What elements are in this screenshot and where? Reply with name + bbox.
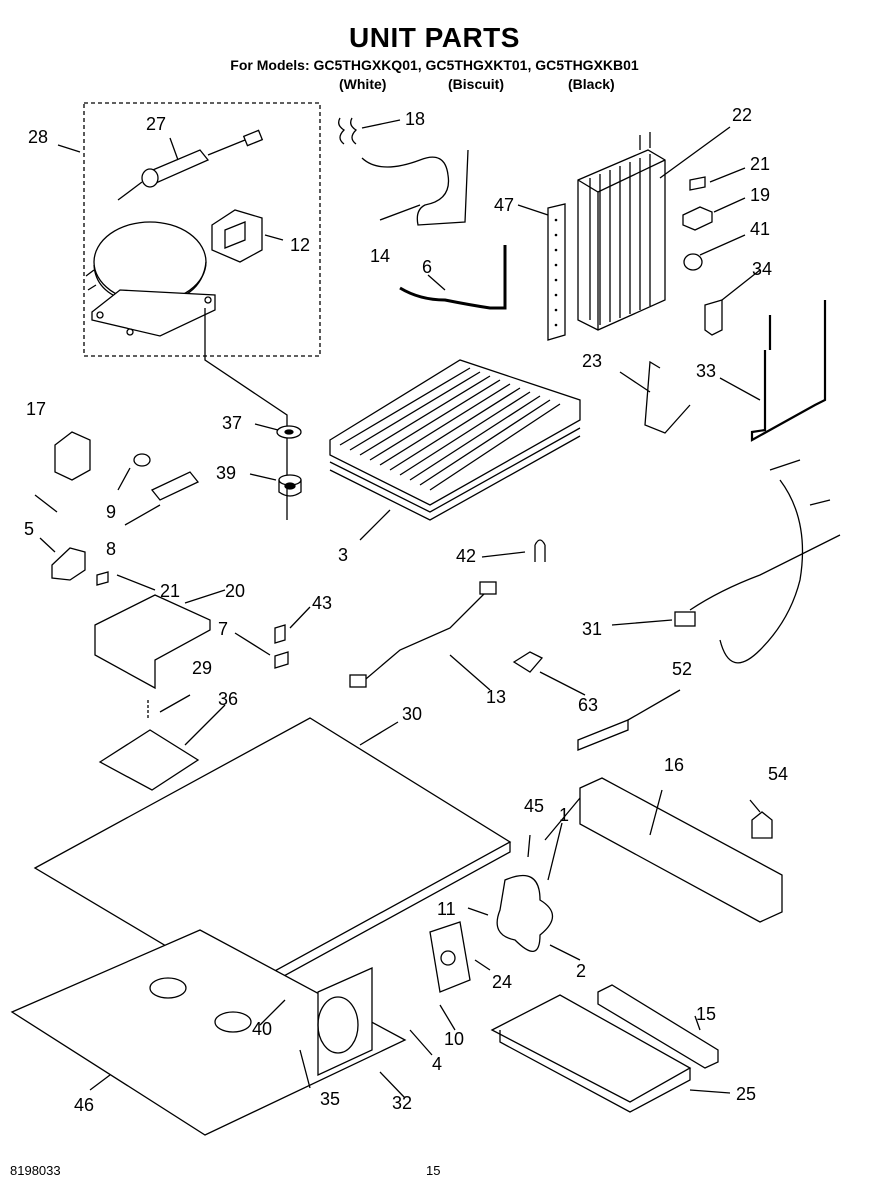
callout-43: 43	[312, 593, 333, 613]
defrost-tube-part	[750, 300, 827, 442]
callout-4: 4	[432, 1054, 443, 1074]
callout-46: 46	[74, 1095, 95, 1115]
drier-tube-part	[399, 245, 507, 310]
callout-36: 36	[218, 689, 239, 709]
mount-grommet-part	[278, 474, 302, 497]
callout-5: 5	[24, 519, 35, 539]
callout-37: 37	[222, 413, 243, 433]
callout-1: 1	[559, 805, 570, 825]
bracket-part	[704, 299, 723, 336]
callout-47: 47	[494, 195, 515, 215]
models-line: For Models: GC5THGXKQ01, GC5THGXKT01, GC…	[230, 57, 639, 73]
fan-shroud-part	[317, 966, 373, 1077]
callout-54: 54	[768, 764, 789, 784]
cover-part	[94, 594, 211, 690]
color-black-label: (Black)	[568, 76, 615, 92]
floor-pad-part	[10, 929, 407, 1136]
callout-23: 23	[582, 351, 603, 371]
callout-27: 27	[146, 114, 167, 134]
callout-17: 17	[26, 399, 47, 419]
insulator-part	[150, 471, 200, 501]
suction-tube-part	[361, 149, 469, 226]
overload-part	[133, 453, 151, 467]
baffle-part	[579, 777, 783, 923]
nut-part	[512, 651, 544, 673]
drain-strip-part	[597, 984, 719, 1069]
callout-12: 12	[290, 235, 311, 255]
callout-21-upper: 21	[750, 154, 771, 174]
callout-8: 8	[106, 539, 117, 559]
clip-part-7	[274, 651, 289, 669]
callout-30: 30	[402, 704, 423, 724]
screw-part-lower	[96, 571, 109, 586]
callout-16: 16	[664, 755, 685, 775]
callout-6: 6	[422, 257, 433, 277]
condenser-part	[329, 359, 581, 521]
callout-19: 19	[750, 185, 771, 205]
harness-part	[359, 589, 489, 685]
callout-3: 3	[338, 545, 349, 565]
callout-33: 33	[696, 361, 717, 381]
callout-14: 14	[370, 246, 391, 266]
thermistor-part	[534, 539, 546, 562]
callout-13: 13	[486, 687, 507, 707]
callout-45: 45	[524, 796, 545, 816]
callout-28: 28	[28, 127, 49, 147]
callout-9: 9	[106, 502, 117, 522]
callout-31: 31	[582, 619, 603, 639]
callout-63: 63	[578, 695, 599, 715]
wire-connector-part	[751, 811, 773, 839]
callout-52: 52	[672, 659, 693, 679]
evaporator-part	[577, 132, 666, 331]
page-number: 15	[426, 1163, 441, 1178]
tube-clip-part	[338, 117, 358, 145]
callout-35: 35	[320, 1089, 341, 1109]
screw-part-upper	[689, 176, 706, 191]
callout-22: 22	[732, 105, 753, 125]
callout-32: 32	[392, 1093, 413, 1113]
callout-2: 2	[576, 961, 587, 981]
capacitor-part	[54, 431, 91, 481]
callout-18: 18	[405, 109, 426, 129]
callout-20: 20	[225, 581, 246, 601]
color-biscuit-label: (Biscuit)	[448, 76, 504, 92]
callout-21-lower: 21	[160, 581, 181, 601]
color-white-label: (White)	[339, 76, 387, 92]
power-cord-part	[674, 459, 841, 664]
relay-part	[211, 209, 263, 263]
callout-34: 34	[752, 259, 773, 279]
page-title: UNIT PARTS	[349, 22, 520, 53]
callout-25: 25	[736, 1084, 757, 1104]
document-number: 8198033	[10, 1163, 61, 1178]
callout-10: 10	[444, 1029, 465, 1049]
callout-40: 40	[252, 1019, 273, 1039]
callout-24: 24	[492, 972, 513, 992]
drain-tube-part	[644, 360, 691, 434]
cable-tie-part	[577, 719, 629, 751]
filter-drier-part	[117, 129, 264, 201]
callout-7: 7	[218, 619, 229, 639]
callout-29: 29	[192, 658, 213, 678]
callout-42: 42	[456, 546, 477, 566]
screw-part-43	[274, 624, 286, 644]
drain-pan-part	[490, 994, 692, 1103]
defrost-thermostat-part	[682, 206, 713, 231]
compressor-part	[85, 221, 216, 337]
callout-11: 11	[437, 899, 456, 919]
defrost-heater-part	[683, 253, 703, 271]
foam-strip-part	[547, 203, 566, 341]
clip-part	[51, 547, 86, 581]
callout-15: 15	[696, 1004, 717, 1024]
callout-41: 41	[750, 219, 771, 239]
control-board-part	[98, 729, 200, 791]
callout-39: 39	[216, 463, 237, 483]
fan-blade-part	[496, 874, 554, 952]
